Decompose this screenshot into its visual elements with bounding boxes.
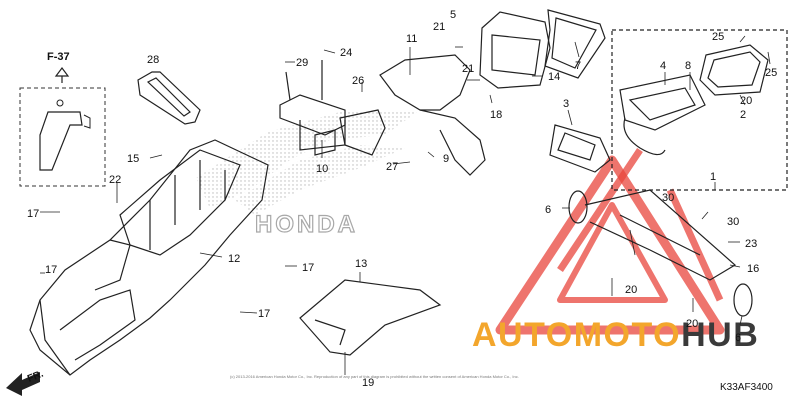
callout-17d: 17 [258,308,270,320]
callout-14: 14 [548,71,560,83]
callout-17c: 17 [302,262,314,274]
callout-24: 24 [340,47,352,59]
callout-30a: 30 [662,192,674,204]
callout-20c: 20 [740,95,752,107]
tail-light-part [479,9,606,89]
callout-15: 15 [127,153,139,165]
callout-27: 27 [386,161,398,173]
callout-18: 18 [490,109,502,121]
reference-box [19,67,106,187]
honda-wing-watermark [196,110,420,215]
bracket-assembly [279,60,386,156]
callout-9: 9 [443,153,449,165]
leader-lines [40,35,771,375]
callout-6a: 6 [545,204,551,216]
callout-12: 12 [228,253,240,265]
page-ref-label: F-37 [47,51,70,63]
license-lamp-assembly [611,29,788,191]
callout-20b: 20 [686,318,698,330]
svg-text:AUTOMOTOHUB: AUTOMOTOHUB [472,316,759,354]
callout-2: 2 [740,109,746,121]
callout-23: 23 [745,238,757,250]
brand-watermark-text: HONDA [255,211,358,238]
warning-triangle-watermark [495,148,725,335]
license-bracket-part [379,54,486,176]
callout-7: 7 [575,60,581,72]
callout-5: 5 [450,9,456,21]
rear-fender-part [29,139,269,376]
callout-26: 26 [352,75,364,87]
callout-6b: 6 [735,332,741,344]
callout-17a: 17 [27,208,39,220]
license-lamp-base-part [549,124,611,173]
diagram-code: K33AF3400 [720,382,773,393]
callout-17b: 17 [45,264,57,276]
callout-25a: 25 [712,31,724,43]
callout-13: 13 [355,258,367,270]
callout-1: 1 [710,171,716,183]
callout-29: 29 [296,57,308,69]
logo-auto-text: AUTO [472,316,574,354]
callout-19: 19 [362,377,374,389]
splash-guard-part [299,279,442,356]
callout-28: 28 [147,54,159,66]
rubber-strap-part [137,71,201,125]
callout-30b: 30 [727,216,739,228]
callout-8: 8 [685,60,691,72]
callout-10: 10 [316,163,328,175]
callout-21b: 21 [462,63,474,75]
brand-logo: AUTOMOTOHUB [472,316,759,354]
callout-21a: 21 [433,21,445,33]
copyright-text: (c) 2013-2016 American Honda Motor Co., … [230,374,519,379]
callout-20a: 20 [625,284,637,296]
callout-labels: 1 2 3 4 5 6 6 7 8 9 10 11 12 13 14 15 16… [27,9,777,389]
logo-moto-text: MOTO [574,316,681,354]
callout-22: 22 [109,174,121,186]
callout-3: 3 [563,98,569,110]
logo-hub-text: HUB [681,316,759,354]
callout-25b: 25 [765,67,777,79]
callout-11: 11 [406,33,417,45]
front-direction-label: FR. [26,368,45,384]
front-direction-arrow [6,372,40,396]
callout-16: 16 [747,263,759,275]
turn-signal-assembly [568,189,753,317]
callout-4: 4 [660,60,666,72]
